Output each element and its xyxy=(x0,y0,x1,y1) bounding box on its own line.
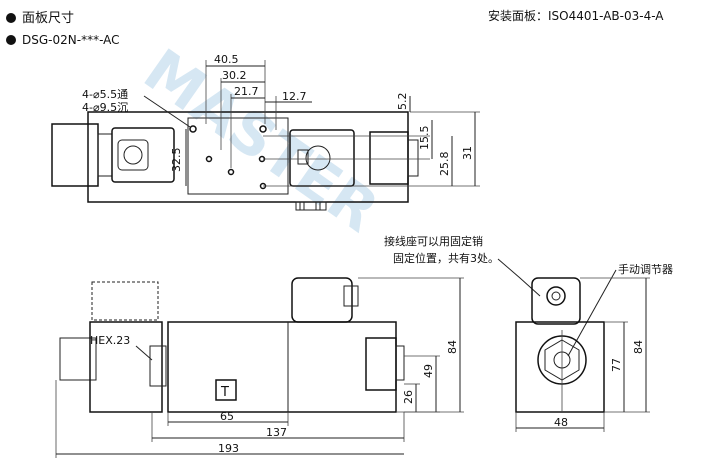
mount-hole xyxy=(227,168,235,176)
left-coil xyxy=(111,127,175,183)
dim-48: 48 xyxy=(554,416,568,429)
dim-21-7: 21.7 xyxy=(234,85,259,98)
side-view: 接线座可以用固定销 固定位置，共有3处。 手动调节器 77 84 48 xyxy=(384,234,673,432)
watermark: MASTER xyxy=(132,36,391,246)
right-connector xyxy=(291,277,353,323)
port-t-box xyxy=(215,379,237,401)
port-label: T xyxy=(220,385,229,400)
dim-26: 26 xyxy=(402,390,415,404)
side-connector xyxy=(531,277,581,325)
dim-193: 193 xyxy=(218,442,239,455)
hole-note-counterbore: 4-⌀9.5沉 xyxy=(82,101,128,114)
pin-note-line1: 接线座可以用固定销 xyxy=(384,234,483,248)
side-body xyxy=(515,321,605,413)
dim-31: 31 xyxy=(461,146,474,160)
dim-77: 77 xyxy=(610,358,623,372)
dim-84-side: 84 xyxy=(632,340,645,354)
dim-5-2: 5.2 xyxy=(396,93,409,111)
dim-65: 65 xyxy=(220,410,234,423)
dim-49: 49 xyxy=(422,364,435,378)
manual-adjuster-label: 手动调节器 xyxy=(618,262,673,276)
mount-hole xyxy=(189,125,197,133)
front-view: T HEX.23 65 137 193 26 49 84 xyxy=(55,277,464,458)
dim-25-8: 25.8 xyxy=(438,152,451,177)
dim-15-5: 15.5 xyxy=(418,126,431,151)
hex-label: HEX.23 xyxy=(90,334,130,347)
model-code: DSG-02N-***-AC xyxy=(6,33,120,47)
valve-body-front xyxy=(167,321,397,413)
dim-84-front: 84 xyxy=(446,340,459,354)
dim-32-5: 32.5 xyxy=(170,148,183,173)
bullet-icon xyxy=(6,35,16,45)
hole-note-through: 4-⌀5.5通 xyxy=(82,88,128,101)
mounting-face-label: 安装面板：ISO4401-AB-03-4-A xyxy=(488,9,664,23)
mount-hole xyxy=(259,125,267,133)
bullet-icon xyxy=(6,13,16,23)
top-view: 40.5 30.2 21.7 12.7 4-⌀5.5通 4-⌀9.5沉 32.5… xyxy=(51,53,480,211)
pin-note-line2: 固定位置，共有3处。 xyxy=(393,251,499,265)
dim-12-7: 12.7 xyxy=(282,90,307,103)
mount-hole xyxy=(205,155,213,163)
dim-30-2: 30.2 xyxy=(222,69,247,82)
dim-137: 137 xyxy=(266,426,287,439)
page-title: 面板尺寸 xyxy=(6,7,74,26)
left-connector xyxy=(51,123,99,187)
left-solenoid xyxy=(89,321,163,413)
dim-40-5: 40.5 xyxy=(214,53,239,66)
svg-text:MASTER: MASTER xyxy=(132,36,391,246)
